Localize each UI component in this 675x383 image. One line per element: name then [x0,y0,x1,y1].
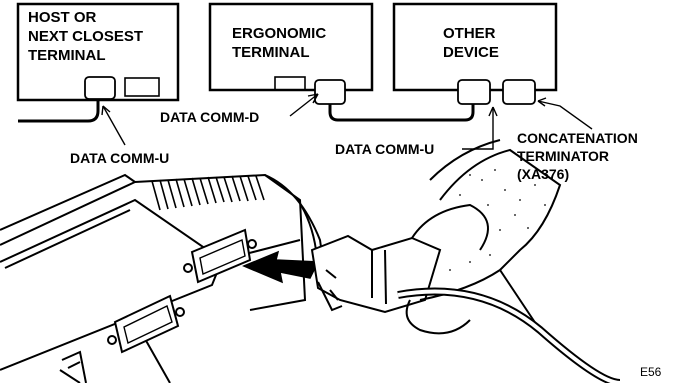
ergonomic-terminal-box: ERGONOMIC TERMINAL [208,2,374,105]
host-second-port [124,77,160,97]
other-port-callout: DATA COMM-U [335,141,434,157]
ergonomic-port-connector [314,79,346,105]
host-cable [18,99,100,123]
ergonomic-label-line2: TERMINAL [232,44,310,61]
terminator-connector [502,79,536,105]
terminator-callout-line1: CONCATENATION [517,130,638,146]
ergonomic-label-line1: ERGONOMIC [232,25,326,42]
ergonomic-second-port [274,76,306,91]
host-port-connector [84,76,116,100]
figure-id: E56 [640,365,662,379]
host-label-line1: HOST OR [28,9,97,26]
terminator-callout-line2: TERMINATOR [517,148,609,164]
other-port-connector [457,79,491,105]
other-label-line1: OTHER [443,25,496,42]
rear-db25-port-lower [107,294,185,354]
hand-shading [449,169,546,271]
other-label-line2: DEVICE [443,44,499,61]
ergo-to-other-cable [328,104,475,122]
host-terminal-box: HOST OR NEXT CLOSEST TERMINAL [16,2,180,102]
host-label-line2: NEXT CLOSEST [28,28,143,45]
rear-db25-port-upper [183,228,257,284]
rear-port-corner [61,350,87,383]
host-port-callout: DATA COMM-U [70,150,169,166]
host-label-line3: TERMINAL [28,47,106,64]
other-device-box: OTHER DEVICE [392,2,558,105]
hand-with-terminator-icon [310,139,621,383]
insert-arrow-icon [242,250,320,284]
ergo-port-callout: DATA COMM-D [160,109,259,125]
